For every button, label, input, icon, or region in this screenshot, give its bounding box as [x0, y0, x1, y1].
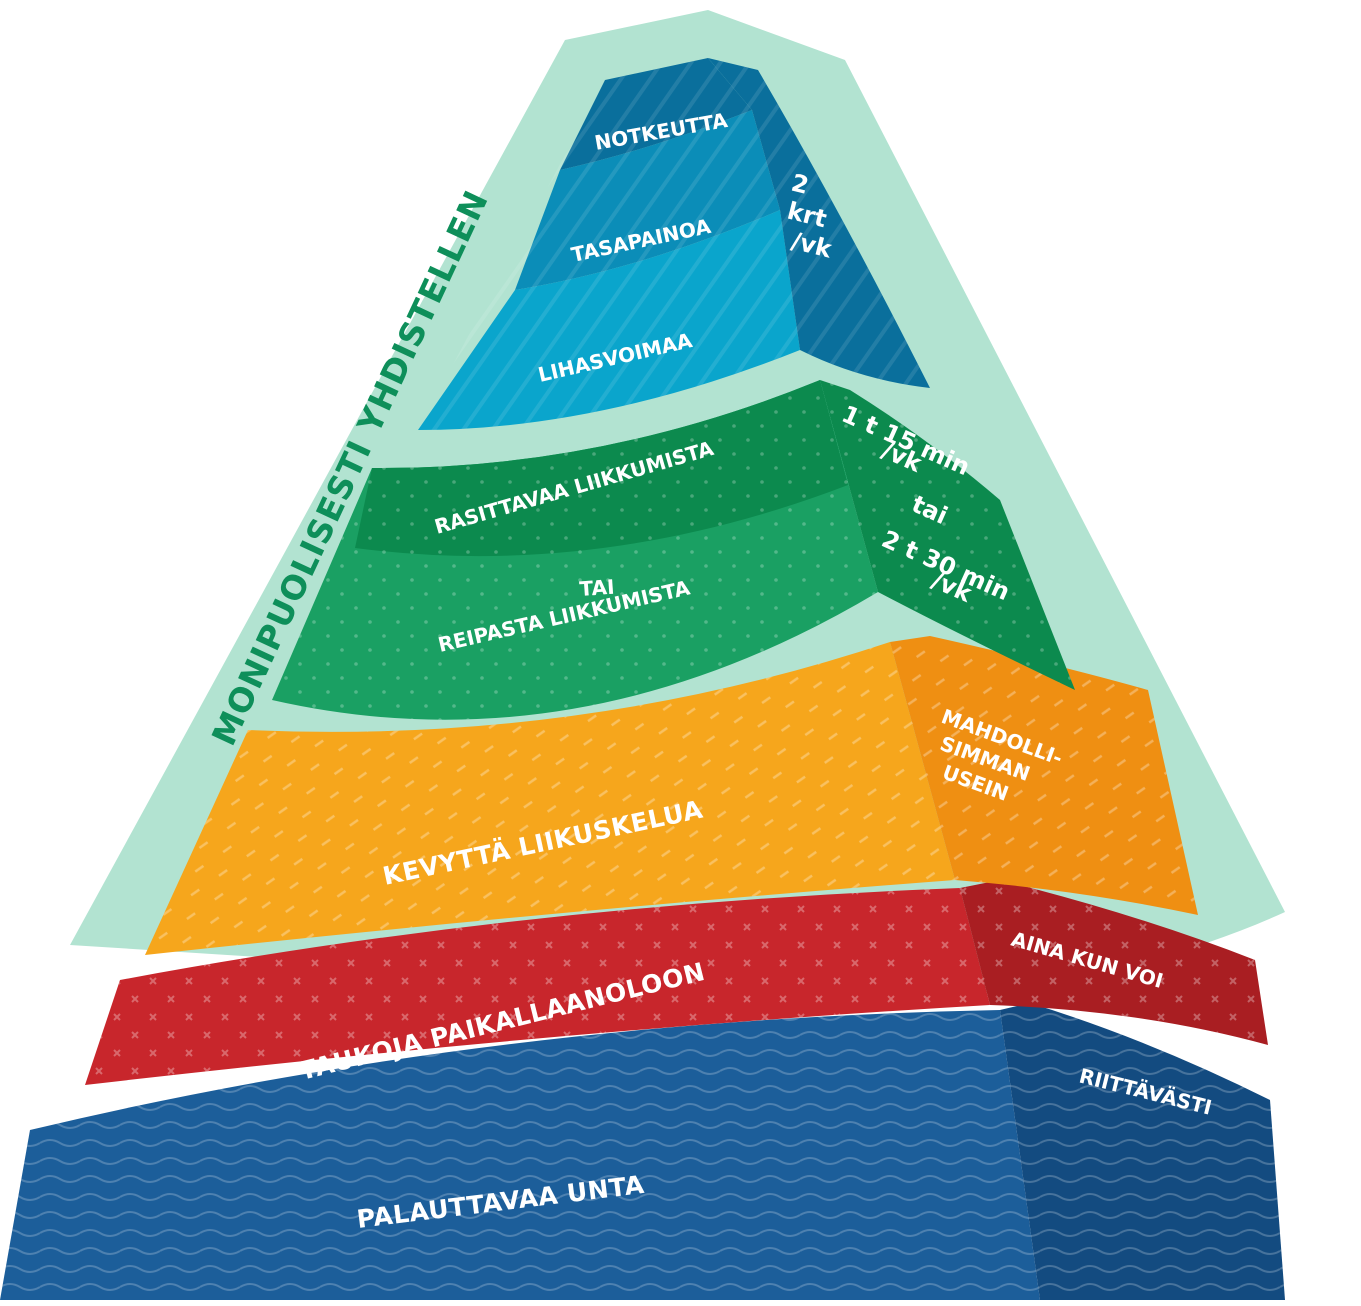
tier-sleep: PALAUTTAVAA UNTA RIITTÄVÄSTI	[0, 1003, 1285, 1300]
tier-strength-balance: NOTKEUTTA TASAPAINOA LIHASVOIMAA 2 krt /…	[418, 58, 930, 430]
or-label: TAI	[579, 575, 616, 601]
tier-aerobic: RASITTAVAA LIIKKUMISTA TAI REIPASTA LIIK…	[272, 380, 1075, 720]
tier-light-activity: KEVYTTÄ LIIKUSKELUA MAHDOLLI- SIMMAN USE…	[145, 636, 1198, 955]
strength-frequency-number: 2	[789, 169, 812, 200]
